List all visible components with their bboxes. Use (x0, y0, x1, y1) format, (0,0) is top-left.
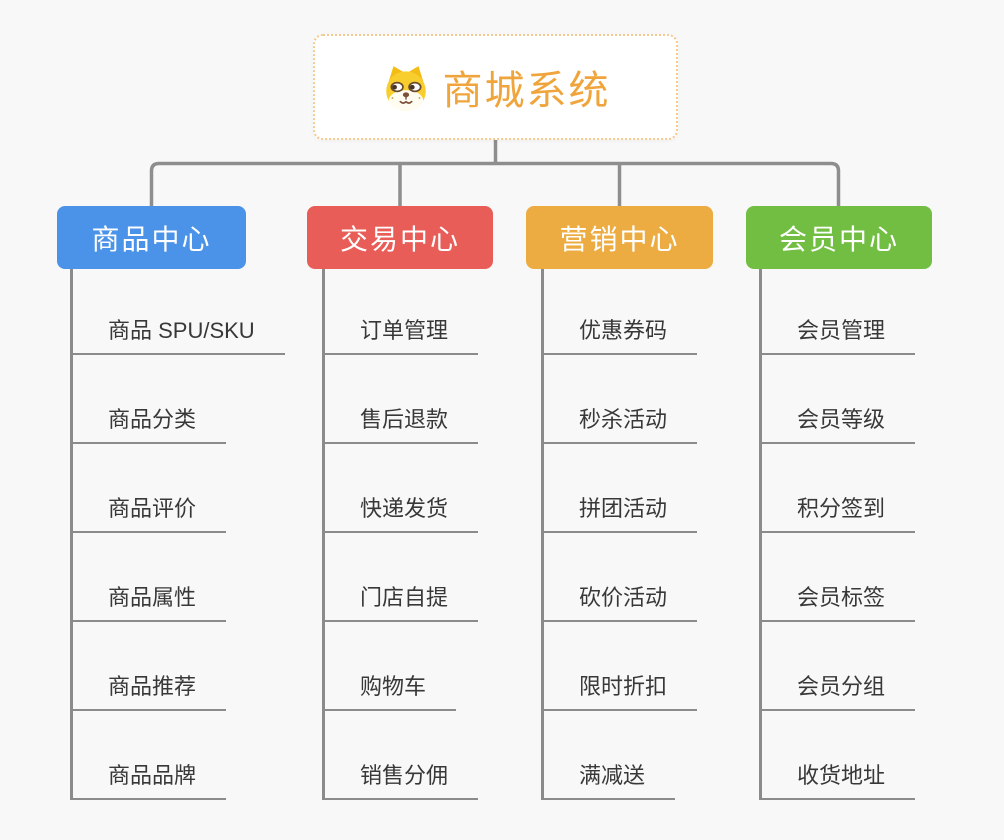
root-title: 商城系统 (442, 69, 611, 113)
marketing-center-items: 优惠券码 秒杀活动 拼团活动 砍价活动 限时折扣 满减送 (541, 269, 791, 800)
branch-label: 商品中心 (91, 223, 212, 255)
list-item[interactable]: 售后退款 (325, 400, 479, 444)
list-item[interactable]: 会员等级 (762, 400, 916, 444)
list-item[interactable]: 商品分类 (73, 400, 227, 444)
product-center-items: 商品 SPU/SKU 商品分类 商品评价 商品属性 商品推荐 商品品牌 (70, 269, 320, 800)
list-item[interactable]: 积分签到 (762, 489, 916, 533)
branch-member-center[interactable]: 会员中心 (746, 206, 932, 269)
list-item[interactable]: 满减送 (544, 756, 676, 800)
list-item[interactable]: 销售分佣 (325, 756, 479, 800)
list-item[interactable]: 商品品牌 (73, 756, 227, 800)
member-center-items: 会员管理 会员等级 积分签到 会员标签 会员分组 收货地址 (759, 269, 1004, 800)
root-node[interactable]: 商城系统 (313, 34, 678, 140)
dog-face-icon (381, 63, 431, 111)
branch-product-center[interactable]: 商品中心 (57, 206, 246, 269)
list-item[interactable]: 会员分组 (762, 667, 916, 711)
branch-trade-center[interactable]: 交易中心 (307, 206, 493, 269)
branch-label: 交易中心 (339, 223, 460, 255)
list-item[interactable]: 收货地址 (762, 756, 916, 800)
list-item[interactable]: 砍价活动 (544, 578, 698, 622)
list-item[interactable]: 商品评价 (73, 489, 227, 533)
list-item[interactable]: 商品推荐 (73, 667, 227, 711)
list-item[interactable]: 优惠券码 (544, 311, 698, 355)
branch-label: 会员中心 (778, 223, 899, 255)
list-item[interactable]: 商品 SPU/SKU (73, 311, 285, 355)
trade-center-items: 订单管理 售后退款 快递发货 门店自提 购物车 销售分佣 (322, 269, 572, 800)
list-item[interactable]: 限时折扣 (544, 667, 698, 711)
branch-marketing-center[interactable]: 营销中心 (526, 206, 713, 269)
list-item[interactable]: 门店自提 (325, 578, 479, 622)
list-item[interactable]: 快递发货 (325, 489, 479, 533)
list-item[interactable]: 购物车 (325, 667, 457, 711)
list-item[interactable]: 会员管理 (762, 311, 916, 355)
list-item[interactable]: 会员标签 (762, 578, 916, 622)
list-item[interactable]: 订单管理 (325, 311, 479, 355)
list-item[interactable]: 秒杀活动 (544, 400, 698, 444)
list-item[interactable]: 商品属性 (73, 578, 227, 622)
list-item[interactable]: 拼团活动 (544, 489, 698, 533)
branch-label: 营销中心 (559, 223, 680, 255)
